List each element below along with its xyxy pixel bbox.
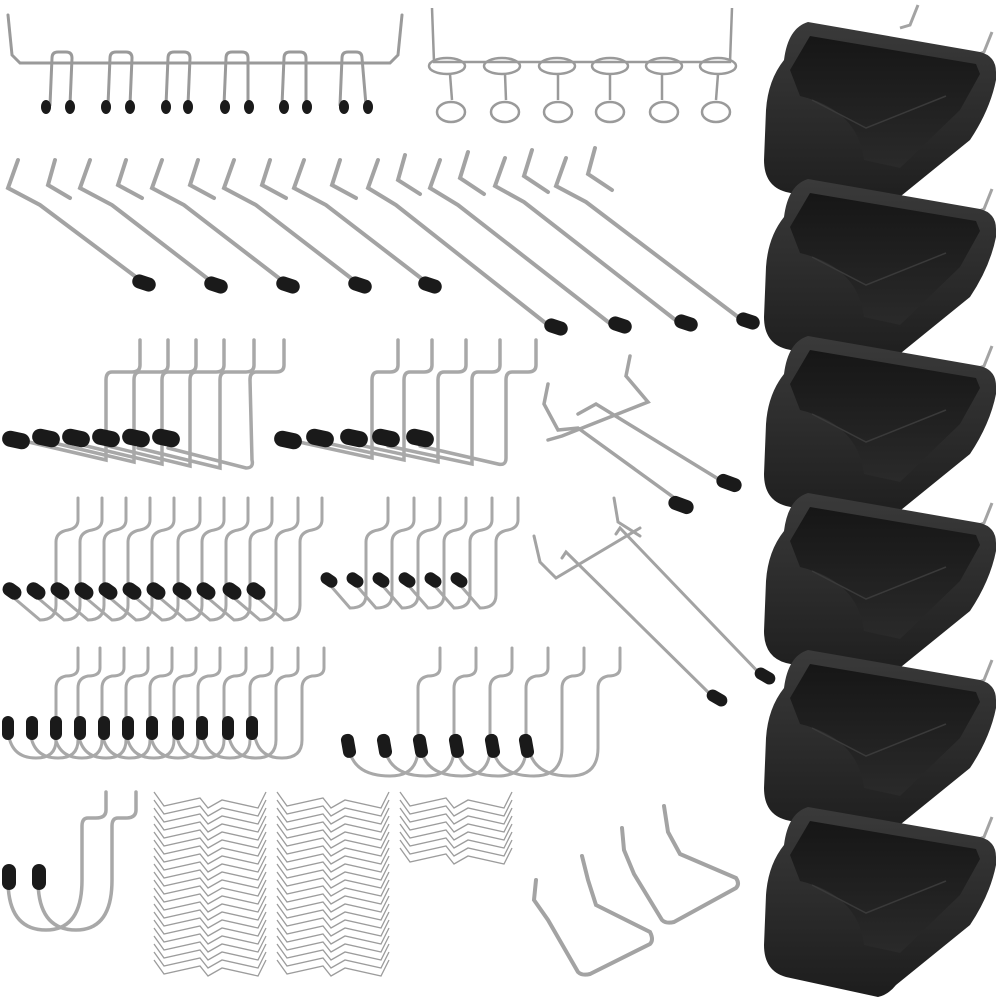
bin-5 — [764, 650, 996, 840]
bin-3 — [764, 336, 996, 526]
short-single-hooks — [5, 158, 428, 284]
bins-column — [764, 4, 996, 997]
rubber-tip-icon — [2, 572, 468, 600]
rubber-tip-icon — [2, 864, 46, 890]
rubber-tip-icon — [2, 428, 434, 450]
j-hooks-large — [346, 646, 622, 778]
bin-6 — [764, 807, 996, 997]
l-hooks-small — [288, 338, 538, 467]
locking-clips-c — [399, 791, 513, 865]
curved-hooks-small — [328, 496, 520, 610]
rubber-tip-icon — [41, 100, 373, 114]
locking-clips-a — [153, 791, 267, 977]
locking-clips-b — [276, 791, 390, 977]
ring-holder-bar — [427, 7, 738, 124]
double-hook-long — [532, 496, 764, 698]
long-single-hooks — [365, 146, 744, 327]
double-hook-short — [542, 354, 722, 504]
rubber-tip-icon — [2, 716, 535, 758]
bin-4 — [764, 493, 996, 683]
tool-holder-u-bar — [6, 13, 404, 107]
rubber-tip-icon — [668, 473, 742, 515]
bin-1 — [764, 4, 996, 212]
l-hooks-large — [18, 338, 286, 471]
curved-hooks-large — [12, 496, 324, 622]
rubber-tip-icon — [132, 274, 760, 336]
u-shape-hooks — [531, 804, 740, 977]
jumbo-j-hooks — [6, 790, 138, 932]
j-hooks-small — [6, 646, 326, 760]
rubber-tip-icon — [706, 667, 776, 707]
bin-2 — [764, 179, 996, 369]
